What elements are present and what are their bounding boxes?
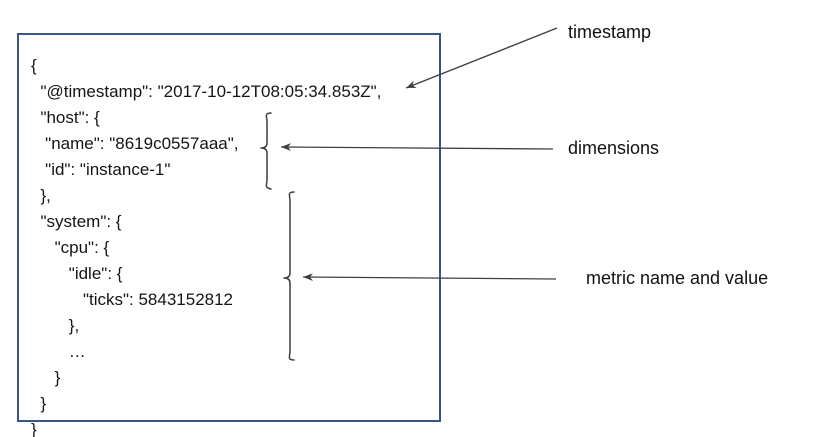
json-document-box: { "@timestamp": "2017-10-12T08:05:34.853… bbox=[17, 33, 441, 437]
annotation-label-metric: metric name and value bbox=[586, 268, 769, 288]
annotation-label-dimensions: dimensions bbox=[568, 138, 660, 158]
json-document-text: { "@timestamp": "2017-10-12T08:05:34.853… bbox=[31, 56, 382, 437]
annotation-label-timestamp: timestamp bbox=[568, 22, 652, 42]
